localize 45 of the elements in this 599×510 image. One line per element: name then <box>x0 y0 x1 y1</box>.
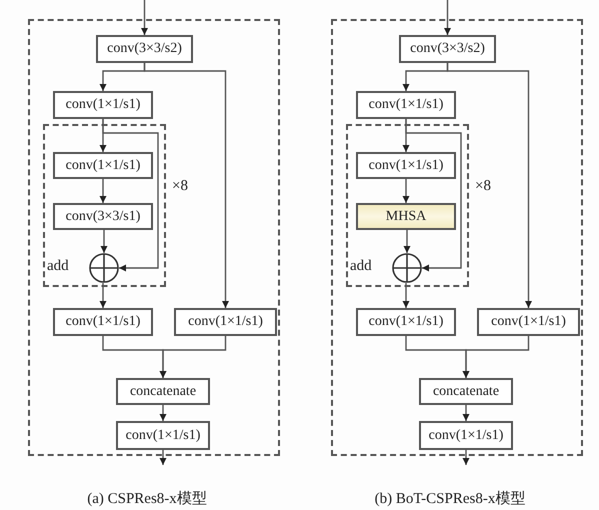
layer-box: conv(1×1/s1) <box>53 152 153 179</box>
operation-label: add <box>350 258 372 275</box>
add-symbol <box>89 253 119 283</box>
module-frame <box>28 19 280 456</box>
arrow <box>405 119 462 272</box>
arrow <box>444 0 451 35</box>
arrow <box>102 119 159 272</box>
add-symbol <box>392 253 422 283</box>
caption: (a) CSPRes8-x模型 <box>87 490 207 508</box>
arrow <box>141 0 148 35</box>
repeat-count: ×8 <box>172 178 188 195</box>
arrow <box>144 63 229 308</box>
layer-box: conv(3×3/s2) <box>96 35 193 63</box>
arrow <box>100 179 106 203</box>
repeat-count: ×8 <box>475 178 491 195</box>
module-frame <box>331 19 583 456</box>
layer-box: MHSA <box>356 203 456 230</box>
caption: (b) BoT-CSPRes8-x模型 <box>374 490 526 508</box>
layer-box: conv(1×1/s1) <box>356 152 456 179</box>
arrow <box>160 336 226 378</box>
repeat-frame <box>346 124 469 287</box>
layer-box: conv(1×1/s1) <box>116 421 210 450</box>
arrow <box>160 450 166 465</box>
layer-box: conv(1×1/s1) <box>53 91 153 119</box>
layer-box: conv(1×1/s1) <box>356 308 456 336</box>
arrow <box>446 63 532 308</box>
layer-box: concatenate <box>419 378 513 405</box>
layer-box: conv(1×1/s1) <box>419 421 513 450</box>
layer-box: conv(1×1/s1) <box>477 308 580 336</box>
layer-box: conv(1×1/s1) <box>174 308 277 336</box>
repeat-frame <box>43 124 166 287</box>
layer-box: conv(3×3/s1) <box>53 203 153 230</box>
layer-box: conv(3×3/s2) <box>399 35 496 63</box>
arrow <box>404 230 410 253</box>
arrow <box>462 405 470 421</box>
arrow <box>462 336 530 378</box>
layer-box: conv(1×1/s1) <box>356 91 456 119</box>
arrow <box>462 450 470 465</box>
layer-box: conv(1×1/s1) <box>53 308 153 336</box>
operation-label: add <box>47 258 69 275</box>
arrow <box>160 405 166 421</box>
arrow <box>402 179 410 203</box>
arrow <box>100 230 108 253</box>
arrow <box>100 283 106 308</box>
layer-box: concatenate <box>116 378 210 405</box>
